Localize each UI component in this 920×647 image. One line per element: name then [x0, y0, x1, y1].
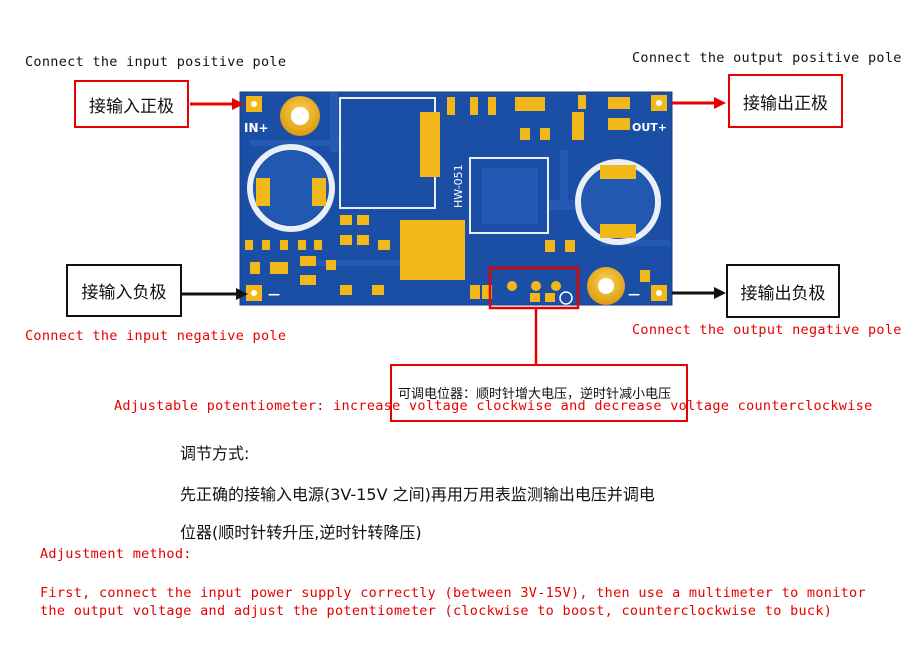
- silk-out-plus: OUT+: [632, 121, 667, 134]
- input-negative-box: 接输入负极: [66, 264, 182, 317]
- output-negative-box: 接输出负极: [726, 264, 840, 318]
- smd-components: [245, 95, 650, 299]
- potentiometer-highlight: [488, 266, 580, 310]
- method-title-zh: 调节方式:: [180, 444, 250, 463]
- input-negative-caption: Connect the input negative pole: [25, 328, 287, 344]
- silk-out-minus: —: [628, 287, 640, 301]
- output-negative-arrow: [672, 287, 726, 299]
- output-positive-arrow: [672, 97, 726, 109]
- output-positive-box: 接输出正极: [728, 74, 843, 128]
- output-negative-caption: Connect the output negative pole: [632, 322, 902, 338]
- silk-in-minus: —: [268, 287, 280, 301]
- input-negative-arrow: [182, 288, 248, 300]
- method-line2-en: the output voltage and adjust the potent…: [40, 603, 833, 619]
- input-positive-box: 接输入正极: [74, 80, 189, 128]
- input-positive-caption: Connect the input positive pole: [25, 54, 287, 70]
- silk-model: HW-051: [452, 164, 465, 208]
- output-positive-caption: Connect the output positive pole: [632, 50, 902, 66]
- potentiometer-pads: [507, 281, 573, 305]
- method-line2-zh: 位器(顺时针转升压,逆时针转降压): [180, 523, 422, 542]
- output-capacitor: [575, 159, 661, 245]
- potentiometer-caption-box: [390, 364, 688, 422]
- input-positive-arrow: [190, 98, 244, 110]
- inductor: [339, 97, 436, 209]
- potentiometer-caption-zh: 可调电位器：顺时针增大电压，逆时针减小电压: [398, 387, 672, 402]
- silk-in-plus: IN+: [244, 121, 269, 135]
- input-capacitor: [247, 144, 335, 232]
- output-negative-box-label: 接输出负极: [740, 283, 826, 304]
- input-positive-box-label: 接输入正极: [89, 96, 174, 117]
- potentiometer-caption-en: Adjustable potentiometer: increase volta…: [114, 398, 873, 414]
- method-line1-zh: 先正确的接输入电源(3V-15V 之间)再用万用表监测输出电压并调电: [180, 485, 655, 504]
- input-negative-box-label: 接输入负极: [81, 283, 167, 303]
- method-line1-en: First, connect the input power supply co…: [40, 585, 866, 601]
- output-positive-box-label: 接输出正极: [743, 93, 828, 114]
- method-title-en: Adjustment method:: [40, 546, 192, 562]
